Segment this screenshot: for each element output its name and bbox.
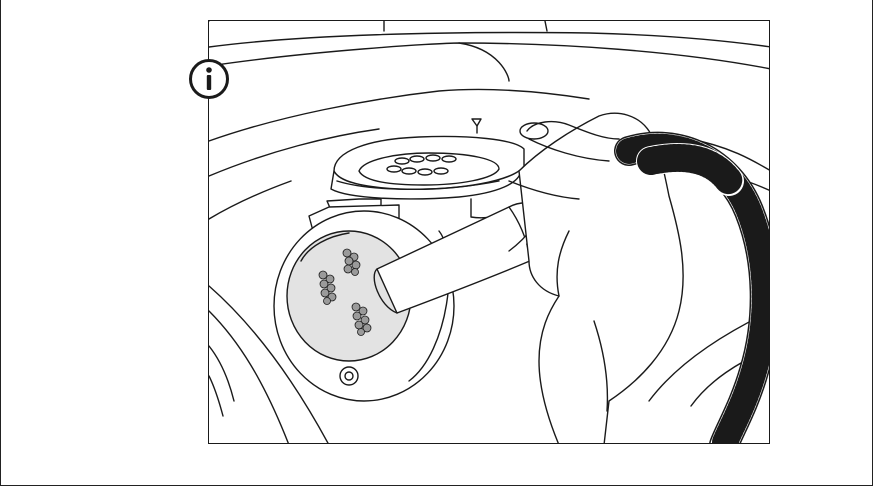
dust-particles	[318, 248, 372, 336]
vacuum-cleaning-filter-drawing	[209, 21, 769, 443]
hand	[508, 112, 684, 443]
filter-housing	[273, 210, 455, 402]
instruction-illustration	[208, 20, 770, 444]
corrugated-hose	[614, 131, 769, 443]
info-icon-graphic	[189, 59, 229, 99]
info-icon	[187, 57, 231, 101]
